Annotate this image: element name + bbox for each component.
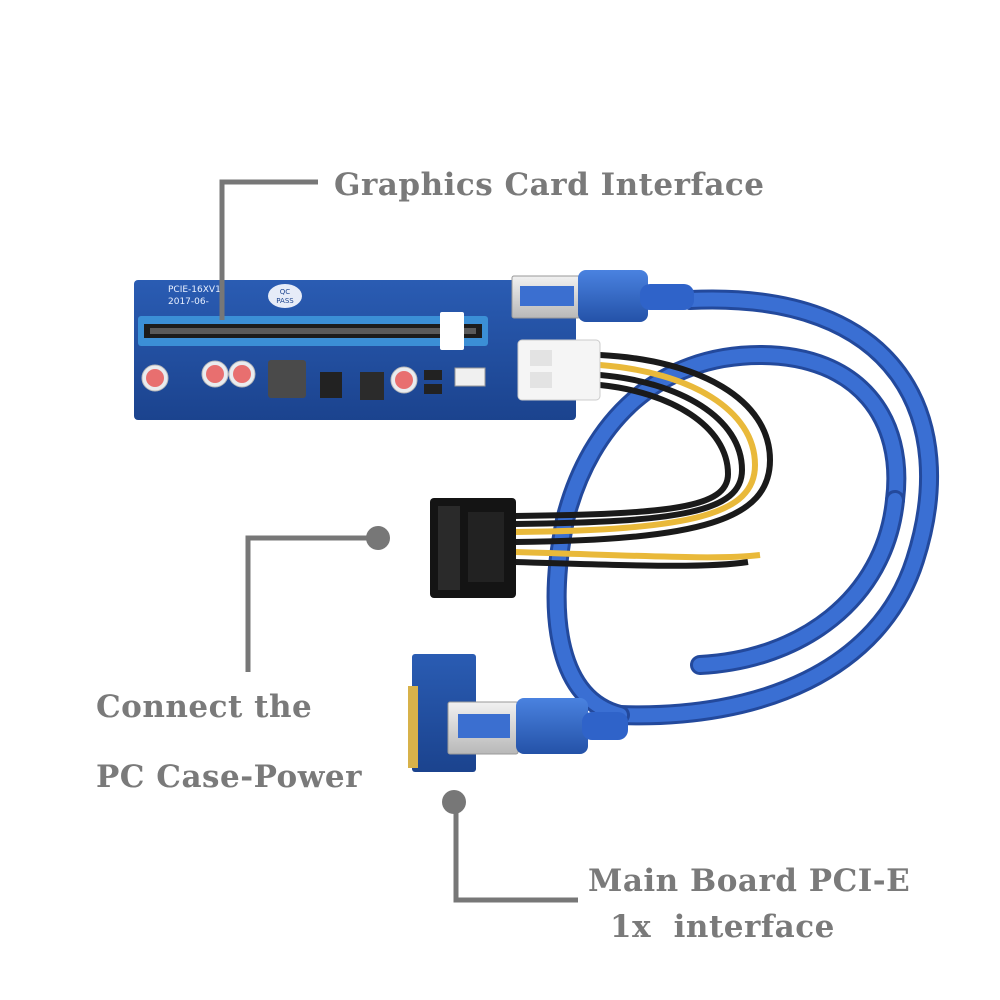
usb-cable [546, 289, 939, 726]
pcie-x16-slot [138, 312, 488, 350]
main-board-label-line2: 1x interface [610, 909, 835, 945]
leader-main-board [442, 790, 578, 903]
main-board-label-line1: Main Board PCI-E [588, 863, 911, 899]
diode [424, 370, 442, 380]
bottom-usb-plug [516, 698, 628, 754]
case-power-label-line2: PC Case-Power [96, 759, 362, 795]
gold-contacts [408, 686, 418, 768]
case-power-label-line1: Connect the [96, 689, 313, 725]
diode [424, 384, 442, 394]
fuse [454, 367, 486, 387]
inductor [268, 360, 306, 398]
top-usb-plug [578, 270, 694, 322]
capacitors [141, 360, 418, 394]
leader-graphics-card [219, 179, 318, 320]
pcie-x1-adapter [408, 654, 519, 772]
sata-power-connector [430, 498, 516, 598]
riser-board: PCIE-16XV1 2017-06- QC PASS [134, 275, 601, 420]
dot-marker [442, 790, 466, 814]
pass-text: PASS [276, 297, 294, 305]
pcb-date-text: 2017-06- [168, 297, 209, 307]
power-wires [514, 352, 774, 569]
dot-marker [366, 526, 390, 550]
leader-case-power [245, 526, 390, 672]
qc-pass-sticker: QC PASS [268, 284, 302, 308]
mosfet-chip [320, 372, 342, 398]
pcb-model-text: PCIE-16XV1 [168, 285, 221, 295]
qc-text: QC [280, 288, 291, 296]
six-pin-power-connector [517, 339, 601, 401]
graphics-card-interface-label: Graphics Card Interface [334, 167, 765, 203]
regulator-chip [360, 372, 384, 400]
